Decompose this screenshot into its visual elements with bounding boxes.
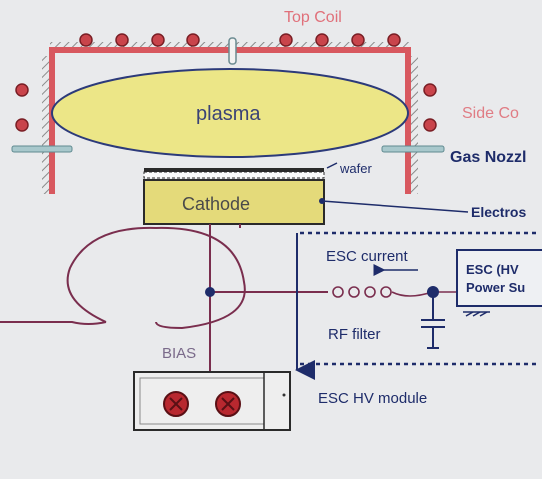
wafer-pointer	[326, 162, 338, 169]
top-coil-label: Top Coil	[284, 9, 342, 26]
electrostatic-chuck-label: Electros	[471, 204, 526, 220]
esc-hv-module-boundary	[300, 231, 540, 366]
cathode-label: Cathode	[182, 194, 250, 214]
wafer	[143, 168, 325, 179]
esc-hv-module-label: ESC HV module	[318, 390, 427, 407]
plasma-label: plasma	[196, 103, 261, 125]
electrode-pointer	[321, 200, 469, 213]
center-gas-nozzle	[228, 37, 237, 65]
ground-symbol	[463, 311, 490, 317]
top-coil	[79, 33, 401, 47]
gas-nozzle-label: Gas Nozzl	[450, 149, 526, 166]
rf-filter-label: RF filter	[328, 326, 381, 343]
bias-label: BIAS	[162, 345, 196, 362]
esc-power-supply-label-line1: ESC (HV	[466, 262, 519, 277]
hv-connector-knob	[215, 391, 241, 417]
esc-power-supply-box	[456, 249, 542, 307]
hv-connector-knob	[163, 391, 189, 417]
bias-wiring	[0, 224, 328, 372]
cathode-block	[143, 179, 325, 225]
rf-filter-capacitor	[421, 286, 445, 349]
side-coil-label: Side Co	[462, 105, 519, 122]
gas-nozzle	[11, 145, 445, 153]
esc-current-label: ESC current	[326, 248, 409, 265]
side-coil-left	[15, 83, 29, 132]
esc-power-supply-label-line2: Power Su	[466, 280, 525, 295]
bias-junction-dot	[205, 287, 215, 297]
side-coil-right	[423, 83, 437, 132]
wafer-label: wafer	[339, 161, 372, 176]
plasma-region	[51, 68, 409, 158]
esc-hv-module-unit	[133, 371, 291, 431]
